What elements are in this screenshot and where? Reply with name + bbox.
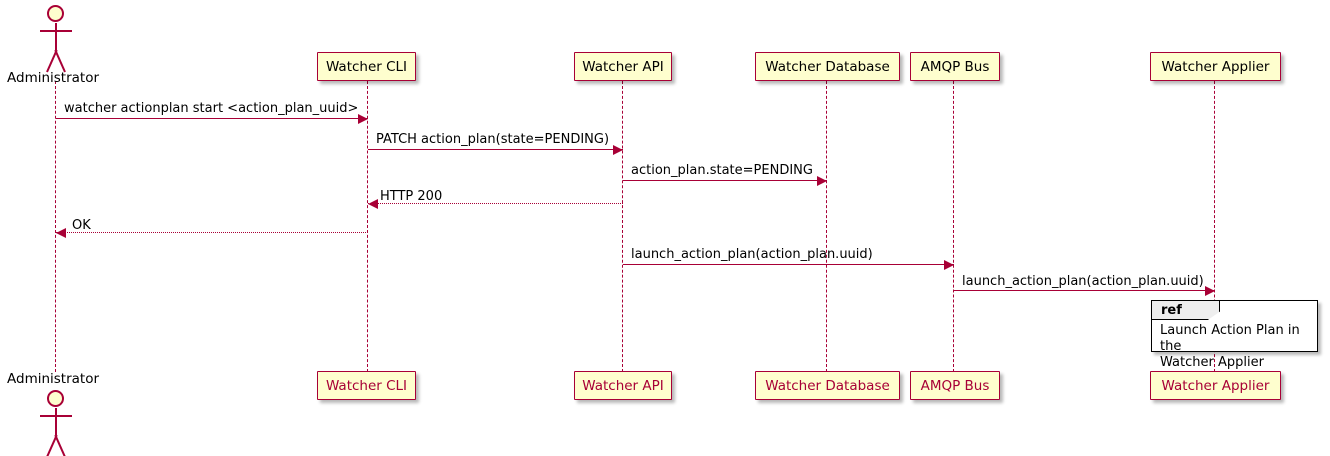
participant-box-watcher-applier-top[interactable]: Watcher Applier	[1150, 52, 1281, 81]
participant-label: Watcher CLI	[325, 377, 408, 394]
message-line-m2	[368, 149, 623, 150]
participant-box-amqp-bus-top[interactable]: AMQP Bus	[910, 52, 1000, 81]
participant-box-amqp-bus-bottom[interactable]: AMQP Bus	[910, 371, 1000, 400]
participant-label: Watcher Database	[765, 377, 890, 394]
participant-box-watcher-database-bottom[interactable]: Watcher Database	[755, 371, 900, 400]
lifeline-amqp-bus	[953, 81, 955, 372]
participant-label: Watcher Applier	[1161, 377, 1270, 394]
message-line-m1	[56, 118, 368, 119]
message-arrowhead-m2	[613, 144, 623, 155]
participant-box-watcher-api-bottom[interactable]: Watcher API	[574, 371, 672, 400]
message-arrowhead-m4	[368, 198, 378, 209]
actor-part	[55, 408, 57, 435]
actor-part	[54, 49, 66, 73]
participant-box-watcher-cli-top[interactable]: Watcher CLI	[317, 52, 416, 81]
message-line-m7	[954, 290, 1215, 291]
actor-head-icon	[47, 5, 64, 22]
participant-label: AMQP Bus	[920, 58, 990, 75]
message-arrowhead-m5	[56, 227, 66, 238]
ref-fragment-tab-label: ref	[1161, 302, 1182, 318]
message-label-m4: HTTP 200	[380, 189, 443, 204]
actor-part	[55, 23, 57, 50]
ref-fragment-tab: ref	[1152, 301, 1220, 320]
ref-fragment-body: Launch Action Plan in the Watcher Applie…	[1160, 323, 1300, 370]
lifeline-watcher-cli	[367, 81, 369, 372]
participant-label: AMQP Bus	[920, 377, 990, 394]
participant-label: Watcher API	[582, 377, 664, 394]
message-line-m6	[623, 264, 954, 265]
participant-label: Watcher Database	[765, 58, 890, 75]
participant-label: Watcher CLI	[325, 58, 408, 75]
message-arrowhead-m7	[1205, 285, 1215, 296]
message-line-m3	[623, 180, 827, 181]
message-label-m6: launch_action_plan(action_plan.uuid)	[631, 247, 873, 262]
message-label-m3: action_plan.state=PENDING	[631, 163, 813, 178]
message-label-m7: launch_action_plan(action_plan.uuid)	[962, 274, 1204, 289]
message-arrowhead-m1	[358, 113, 368, 124]
actor-administrator-top	[34, 5, 78, 73]
participant-box-watcher-applier-bottom[interactable]: Watcher Applier	[1150, 371, 1281, 400]
message-line-m4	[368, 203, 623, 204]
message-label-m5: OK	[72, 218, 91, 233]
lifeline-administrator	[55, 81, 57, 372]
participant-box-watcher-cli-bottom[interactable]: Watcher CLI	[317, 371, 416, 400]
actor-administrator-bottom	[34, 390, 78, 456]
message-arrowhead-m6	[944, 259, 954, 270]
actor-part	[54, 434, 66, 456]
actor-part	[40, 30, 72, 32]
participant-box-watcher-database-top[interactable]: Watcher Database	[755, 52, 900, 81]
actor-label-administrator-top: Administrator	[7, 70, 100, 86]
message-arrowhead-m3	[817, 175, 827, 186]
participant-label: Watcher API	[582, 58, 664, 75]
lifeline-watcher-database	[826, 81, 828, 372]
lifeline-watcher-applier	[1214, 81, 1216, 372]
actor-head-icon	[47, 390, 64, 407]
actor-label-administrator-bottom: Administrator	[7, 371, 100, 387]
message-label-m1: watcher actionplan start <action_plan_uu…	[64, 101, 359, 116]
message-line-m5	[56, 232, 368, 233]
actor-part	[40, 415, 72, 417]
participant-label: Watcher Applier	[1161, 58, 1270, 75]
participant-box-watcher-api-top[interactable]: Watcher API	[574, 52, 672, 81]
message-label-m2: PATCH action_plan(state=PENDING)	[376, 132, 610, 147]
lifeline-watcher-api	[622, 81, 624, 372]
